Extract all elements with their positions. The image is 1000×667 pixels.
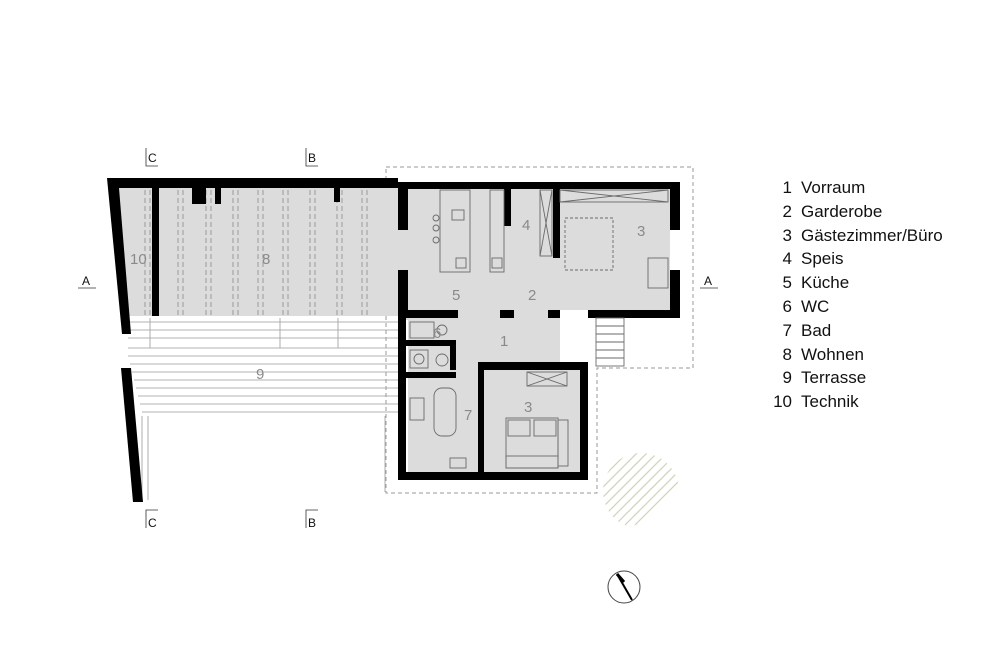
section-c-top: C xyxy=(148,151,157,165)
legend-item: 1 Vorraum xyxy=(770,176,990,200)
legend-label: Garderobe xyxy=(801,201,883,221)
plan-room-7: 7 xyxy=(464,407,472,424)
plan-room-3a: 3 xyxy=(637,223,645,240)
plan-room-4: 4 xyxy=(522,217,530,234)
terrace-deck xyxy=(128,318,398,500)
tree-hatch xyxy=(603,453,679,526)
plan-room-8: 8 xyxy=(262,251,270,268)
legend-number: 10 xyxy=(773,392,792,412)
fixtures xyxy=(409,189,669,469)
plan-room-3b: 3 xyxy=(524,399,532,416)
plan-room-5: 5 xyxy=(452,287,460,304)
legend-number: 8 xyxy=(782,344,792,364)
legend-number: 2 xyxy=(782,201,792,221)
legend-label: Wohnen xyxy=(801,344,865,364)
legend-label: Bad xyxy=(801,320,832,340)
legend-item: 2 Garderobe xyxy=(770,200,990,224)
legend-label: Küche xyxy=(801,273,850,293)
legend-number: 5 xyxy=(782,273,792,293)
floor-areas xyxy=(113,188,670,472)
legend-label: WC xyxy=(801,296,830,316)
section-b-top: B xyxy=(308,151,316,165)
legend-label: Speis xyxy=(801,249,844,269)
legend-item: 6 WC xyxy=(770,295,990,319)
plan-room-2: 2 xyxy=(528,287,536,304)
legend-number: 9 xyxy=(782,368,792,388)
plan-room-1: 1 xyxy=(500,333,508,350)
legend-label: Vorraum xyxy=(801,178,866,197)
section-markers xyxy=(78,148,718,528)
legend-number: 4 xyxy=(782,249,792,269)
ceiling-beams xyxy=(144,190,368,316)
legend-number: 3 xyxy=(782,225,792,245)
legend-item: 5 Küche xyxy=(770,271,990,295)
plan-room-9: 9 xyxy=(256,366,264,383)
plan-room-6: 6 xyxy=(433,325,441,342)
legend-item: 4 Speis xyxy=(770,247,990,271)
legend-number: 1 xyxy=(782,178,792,197)
section-b-bottom: B xyxy=(308,516,316,530)
north-arrow-icon xyxy=(607,570,641,604)
legend-label: Terrasse xyxy=(801,368,867,388)
legend-label: Technik xyxy=(801,392,859,412)
legend-number: 6 xyxy=(782,296,792,316)
legend-item: 3 Gästezimmer/Büro xyxy=(770,224,990,248)
plan-room-10: 10 xyxy=(130,251,147,268)
legend-label: Gästezimmer/Büro xyxy=(801,225,943,245)
section-c-bottom: C xyxy=(148,516,157,530)
legend-item: 8 Wohnen xyxy=(770,343,990,367)
walls xyxy=(107,178,680,502)
legend-item: 9 Terrasse xyxy=(770,366,990,390)
section-a-left: A xyxy=(82,274,90,288)
legend-item: 10 Technik xyxy=(770,390,990,414)
roof-outline xyxy=(385,166,694,494)
section-a-right: A xyxy=(704,274,712,288)
legend-number: 7 xyxy=(782,320,792,340)
legend-item: 7 Bad xyxy=(770,319,990,343)
